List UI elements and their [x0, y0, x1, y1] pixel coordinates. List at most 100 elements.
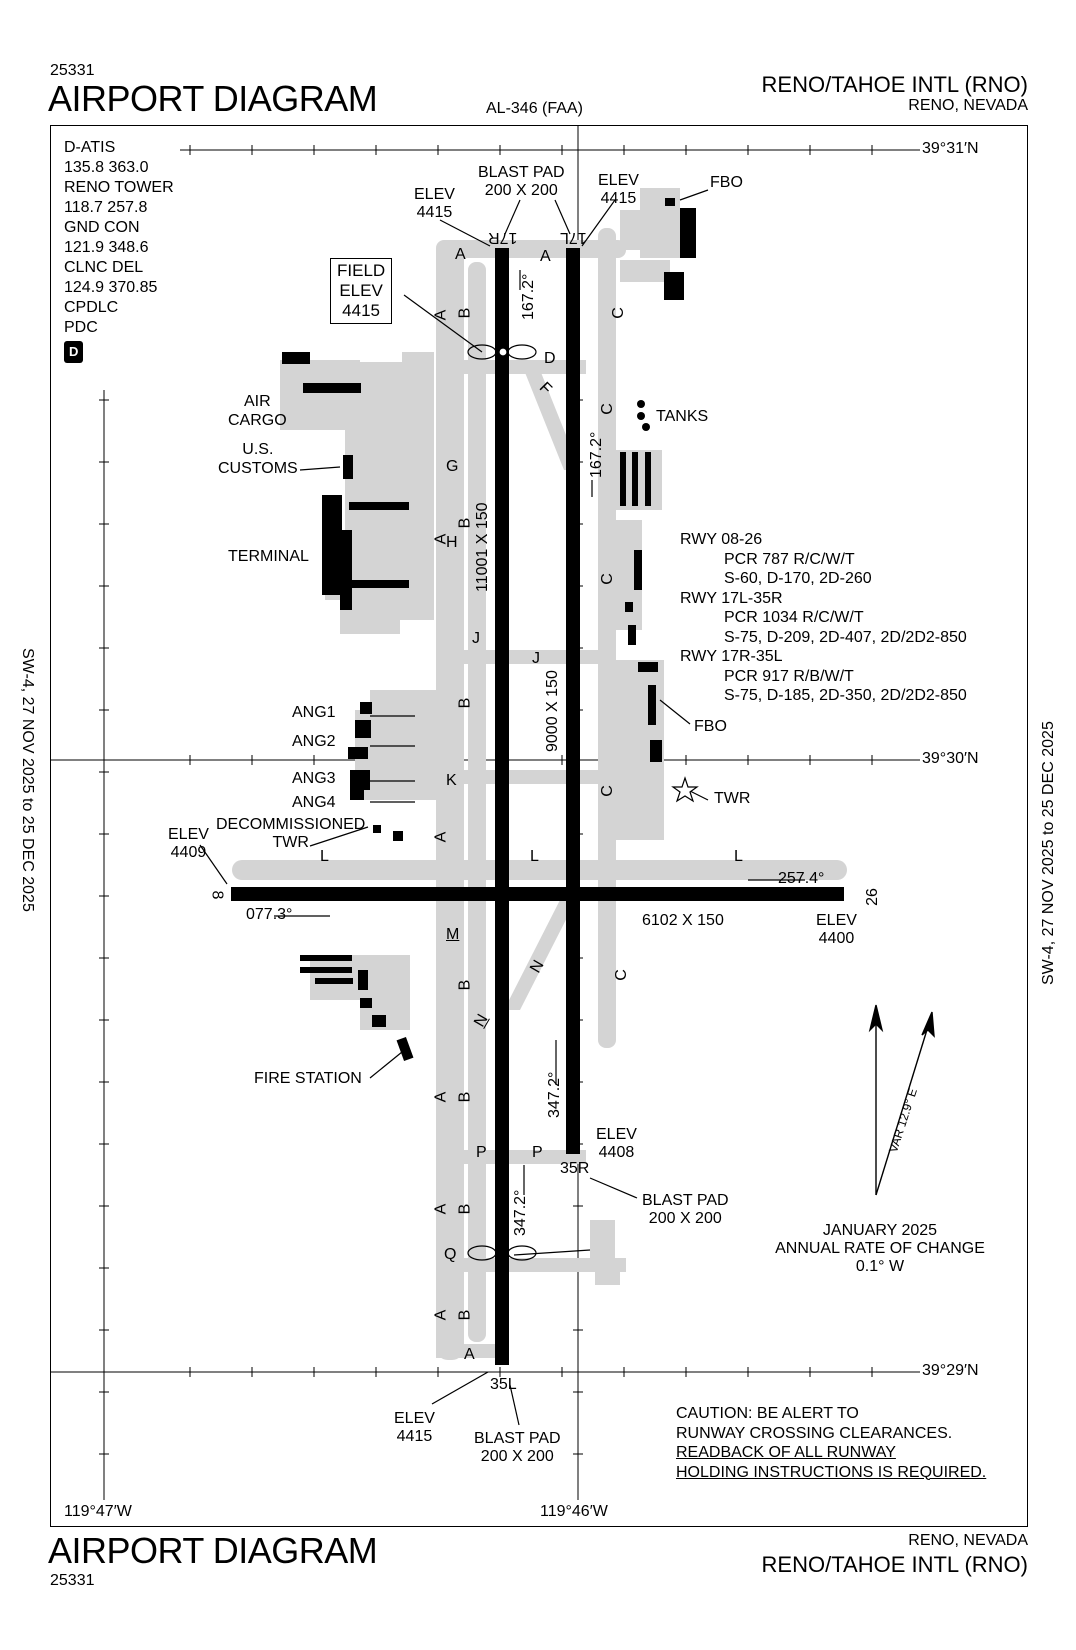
taxiway-a-label: A: [432, 309, 450, 321]
label-line: JANUARY 2025: [822, 1222, 938, 1239]
label-line: BLAST PAD: [478, 164, 565, 181]
ang4-label: ANG4: [292, 794, 336, 811]
runway-08-26-dimensions: 6102 X 150: [642, 912, 724, 929]
fbo-top-label: FBO: [710, 174, 743, 191]
rwy-data-line: PCR 917 R/B/W/T: [724, 667, 854, 685]
label-line: 200 X 200: [480, 1448, 554, 1465]
ang1-label: ANG1: [292, 704, 336, 721]
rwy-data-line: S-75, D-209, 2D-407, 2D/2D2-850: [724, 628, 967, 646]
label-line: ELEV: [394, 1410, 435, 1427]
frequency-block: D-ATIS 135.8 363.0 RENO TOWER 118.7 257.…: [64, 138, 174, 363]
runway-17r-label: 17R: [488, 229, 518, 246]
freq-line: PDC: [64, 319, 98, 336]
caution-note: CAUTION: BE ALERT TO RUNWAY CROSSING CLE…: [676, 1404, 986, 1482]
runway-35l-label: 35L: [490, 1376, 517, 1393]
airport-name-top: RENO/TAHOE INTL (RNO): [761, 72, 1028, 97]
label-line: ANNUAL RATE OF CHANGE: [775, 1240, 985, 1257]
freq-line: 121.9 348.6: [64, 239, 149, 256]
taxiway-b-label: B: [456, 517, 474, 529]
runway-17l-dimensions: 9000 X 150: [544, 670, 561, 752]
runway-17l-35r: [566, 248, 580, 1154]
label-line: U.S.: [242, 441, 274, 458]
freq-line: 124.9 370.85: [64, 279, 158, 296]
tower-star-icon: [671, 776, 699, 803]
heading-167-left: 167.2°: [520, 273, 537, 320]
freq-line: CLNC DEL: [64, 259, 144, 276]
taxiway-d-label: D: [544, 350, 556, 367]
elev-17r-label: ELEV 4415: [414, 186, 455, 222]
label-line: 200 X 200: [484, 182, 558, 199]
fire-station-label: FIRE STATION: [254, 1070, 362, 1087]
taxiway-b-pavement: [468, 262, 486, 1342]
runway-pcr-data: RWY 08-26 PCR 787 R/C/W/T S-60, D-170, 2…: [680, 530, 967, 706]
rwy-data-line: RWY 08-26: [680, 531, 763, 548]
label-line: ELEV: [168, 826, 209, 843]
runway-08-label: 8: [208, 890, 226, 900]
elev-08-label: ELEV 4409: [168, 826, 209, 862]
rwy-data-line: PCR 1034 R/C/W/T: [724, 609, 864, 626]
rwy-data-line: RWY 17R-35L: [680, 648, 783, 665]
runway-08-26: [231, 887, 844, 901]
tower-label: TWR: [714, 790, 751, 807]
caution-line: READBACK OF ALL RUNWAY: [676, 1444, 896, 1461]
lon-left: 119°47′W: [64, 1503, 132, 1520]
lat-top: 39°31′N: [922, 140, 979, 157]
diagram-frame: [50, 125, 1028, 1527]
fbo-mid-label: FBO: [694, 718, 727, 735]
taxiway-h-label: H: [446, 534, 458, 551]
taxiway-a-label: A: [455, 246, 466, 263]
taxiway-b-label: B: [456, 1309, 474, 1321]
label-line: 4415: [600, 190, 637, 207]
taxiway-p-label: P: [532, 1144, 543, 1161]
taxiway-c-pavement: [598, 228, 616, 1048]
chart-title-top: AIRPORT DIAGRAM: [48, 78, 378, 119]
freq-line: RENO TOWER: [64, 179, 174, 196]
taxiway-m-label: M: [446, 926, 460, 943]
label-line: ELEV: [414, 186, 455, 203]
heading-347-right: 347.2°: [512, 1189, 529, 1236]
taxiway-l-label: L: [530, 848, 539, 865]
lat-mid: 39°30′N: [922, 750, 979, 767]
elev-35l-label: ELEV 4415: [394, 1410, 435, 1446]
ang3-label: ANG3: [292, 770, 336, 787]
blast-pad-35r-label: BLAST PAD 200 X 200: [642, 1192, 729, 1228]
freq-line: D-ATIS: [64, 139, 116, 156]
blast-pad-top-label: BLAST PAD 200 X 200: [478, 164, 565, 200]
chart-code-bottom: 25331: [50, 1572, 95, 1589]
runway-35r-label: 35R: [560, 1160, 590, 1177]
taxiway-c-label: C: [609, 307, 627, 319]
taxiway-b-label: B: [456, 979, 474, 991]
taxiway-q-label: Q: [444, 1246, 457, 1263]
taxiway-j-label: J: [472, 630, 480, 647]
taxiway-a-pavement: [436, 240, 464, 1360]
field-elev-line: 4415: [342, 301, 380, 320]
runways: [231, 248, 844, 1365]
buildings: [282, 198, 696, 1062]
label-line: BLAST PAD: [474, 1430, 561, 1447]
label-line: TWR: [272, 834, 309, 851]
elev-26-label: ELEV 4400: [816, 912, 857, 948]
label-line: DECOMMISSIONED: [216, 816, 366, 833]
field-elevation-box: FIELD ELEV 4415: [330, 258, 393, 324]
taxiway-p-label: P: [476, 1144, 487, 1161]
taxiway-a-label: A: [540, 248, 551, 265]
caution-line: RUNWAY CROSSING CLEARANCES.: [676, 1424, 953, 1442]
rwy-data-line: PCR 787 R/C/W/T: [724, 550, 855, 568]
taxiway-b-label: B: [456, 307, 474, 319]
taxiway-a-label: A: [432, 1203, 450, 1215]
chart-code-top: 25331: [50, 62, 95, 79]
freq-line: GND CON: [64, 219, 140, 236]
elev-35r-label: ELEV 4408: [596, 1126, 637, 1162]
lon-mid: 119°46′W: [540, 1503, 608, 1520]
terminal-label: TERMINAL: [228, 548, 309, 565]
label-line: 200 X 200: [648, 1210, 722, 1227]
runway-17r-dimensions: 11001 X 150: [474, 502, 491, 592]
runway-17r-35l: [495, 248, 509, 1365]
tanks-label: TANKS: [656, 408, 709, 425]
runway-17l-label: 17L: [560, 229, 587, 246]
runway-26-label: 26: [863, 888, 881, 906]
label-line: AIR: [244, 393, 271, 410]
heading-167-right: 167.2°: [588, 431, 605, 478]
taxiway-j-label: J: [532, 650, 540, 667]
d-atis-badge: D: [64, 341, 84, 363]
